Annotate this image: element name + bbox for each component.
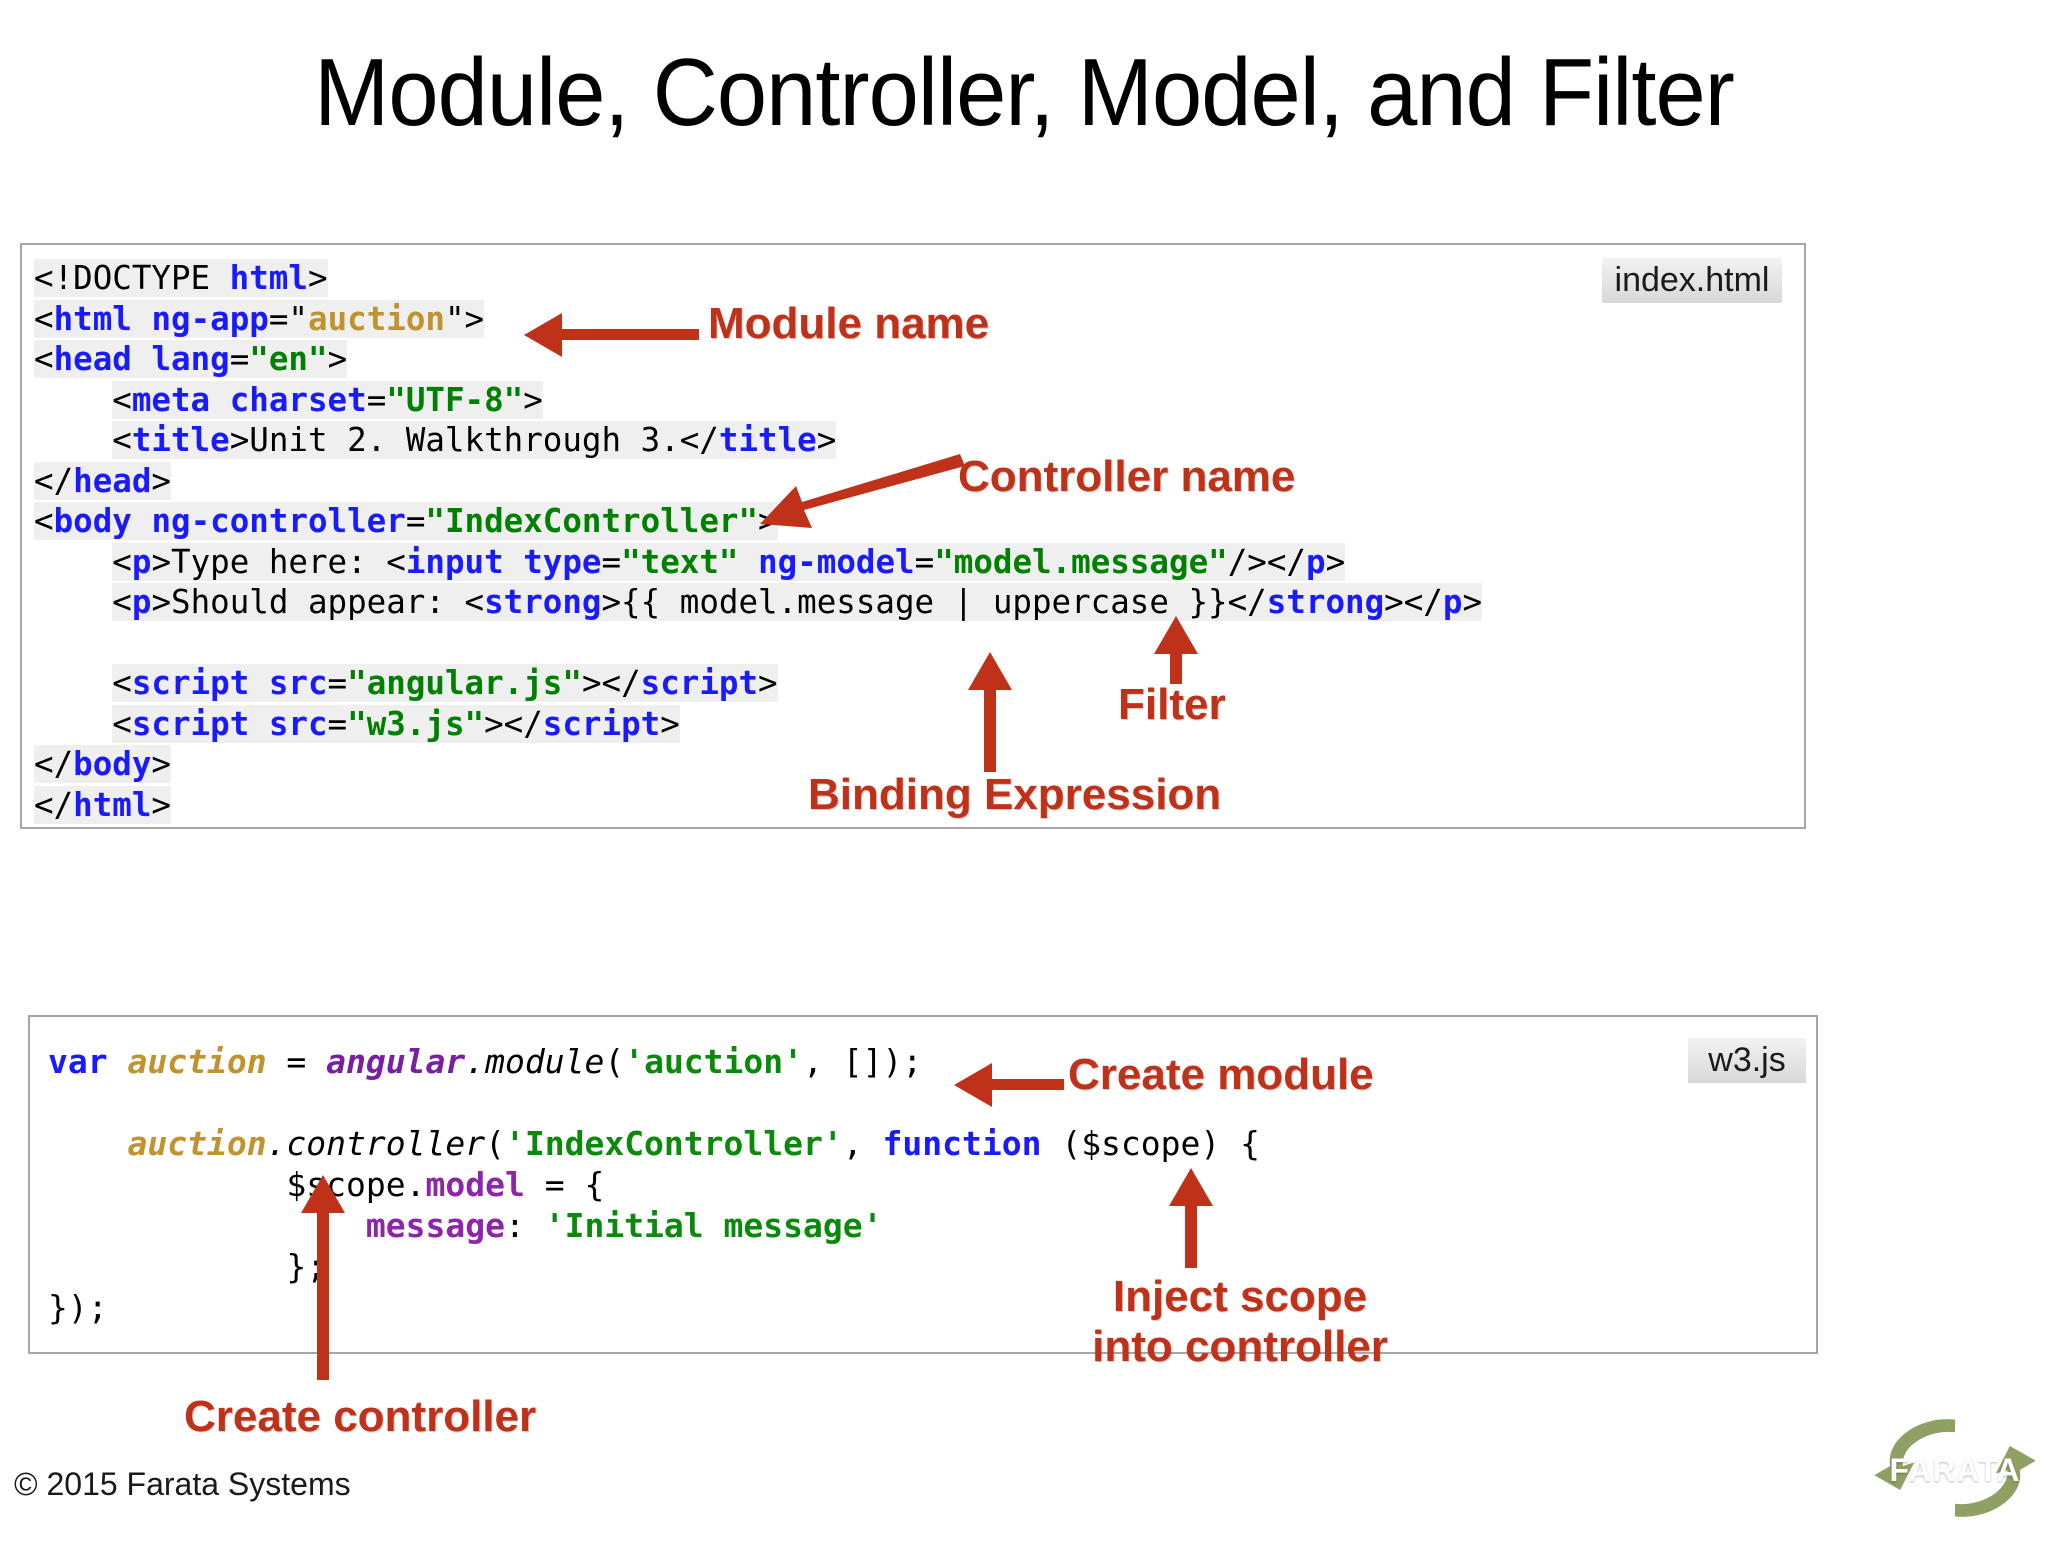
code-panel-w3-js: var auction = angular.module('auction', … xyxy=(28,1015,1818,1354)
copyright-text: © 2015 Farata Systems xyxy=(14,1466,351,1502)
annotation-create-module: Create module xyxy=(1068,1050,1374,1099)
arrow-create-controller-icon xyxy=(300,1175,346,1380)
file-badge-index-html: index.html xyxy=(1602,258,1782,303)
farata-logo: FARATA xyxy=(1862,1400,2048,1536)
annotation-inject-scope-line2: into controller xyxy=(1092,1322,1388,1371)
farata-logo-text: FARATA xyxy=(1889,1452,2021,1488)
arrow-create-module-icon xyxy=(954,1062,1064,1108)
arrow-binding-expression-icon xyxy=(967,652,1013,772)
code-block-w3-js: var auction = angular.module('auction', … xyxy=(48,1042,1260,1327)
page-title: Module, Controller, Model, and Filter xyxy=(314,39,1735,146)
file-badge-w3-js: w3.js xyxy=(1688,1038,1806,1083)
code-block-index-html: <!DOCTYPE html> <html ng-app="auction"> … xyxy=(34,259,1483,824)
annotation-filter: Filter xyxy=(1118,680,1226,729)
arrow-controller-name-icon xyxy=(760,448,970,538)
annotation-create-controller: Create controller xyxy=(184,1392,537,1441)
arrow-filter-icon xyxy=(1153,616,1199,684)
annotation-controller-name: Controller name xyxy=(958,452,1296,501)
annotation-binding-expression: Binding Expression xyxy=(808,770,1222,819)
annotation-inject-scope-line1: Inject scope xyxy=(1112,1272,1368,1321)
arrow-module-name-icon xyxy=(524,312,699,358)
arrow-inject-scope-icon xyxy=(1168,1168,1214,1268)
code-panel-index-html: <!DOCTYPE html> <html ng-app="auction"> … xyxy=(20,243,1806,829)
farata-logo-arrows-icon xyxy=(1874,1419,2036,1517)
annotation-module-name: Module name xyxy=(708,299,990,348)
